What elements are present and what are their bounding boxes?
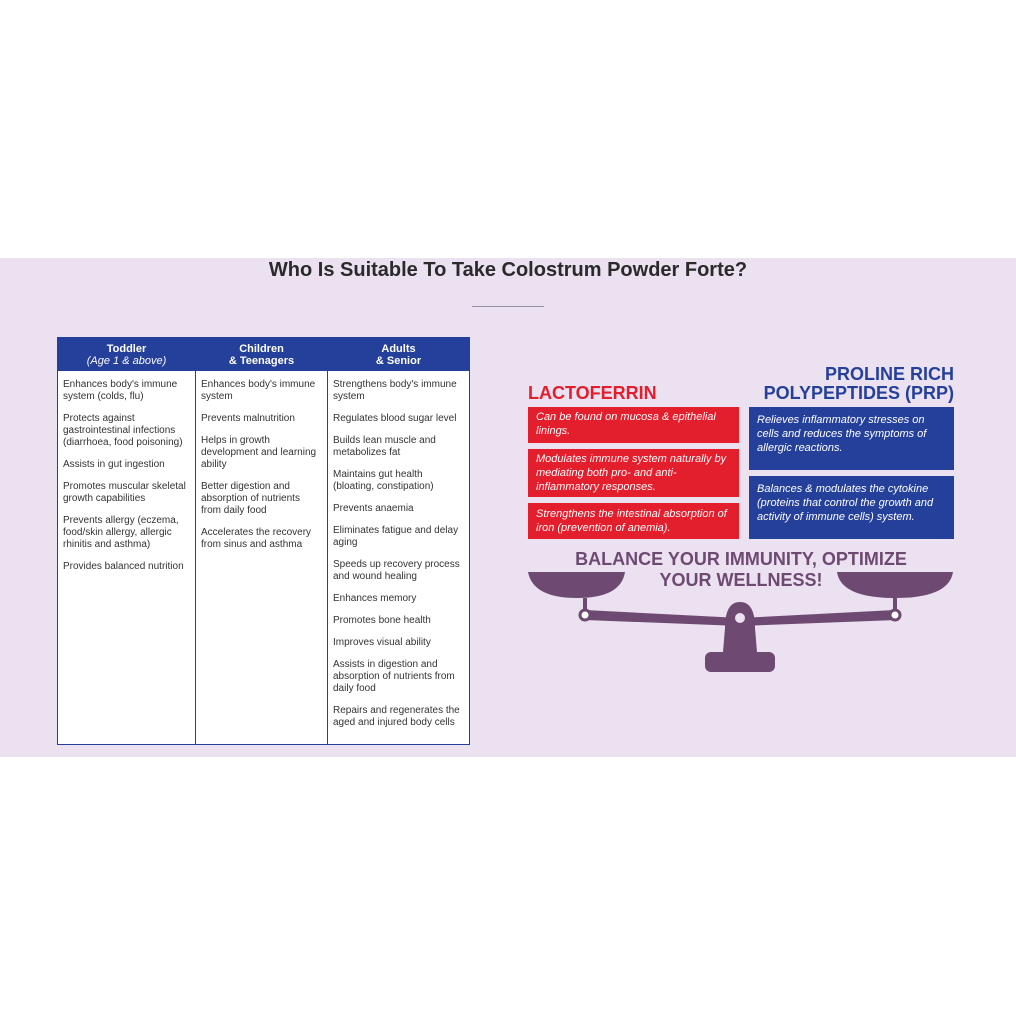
- column-header: Toddler(Age 1 & above): [58, 338, 195, 371]
- prp-title-line: POLYPEPTIDES (PRP): [763, 383, 954, 403]
- slogan-line: BALANCE YOUR IMMUNITY, OPTIMIZE: [575, 549, 907, 569]
- header-subtitle: & Senior: [375, 355, 422, 367]
- list-item: Protects against gastrointestinal infect…: [63, 413, 183, 448]
- list-item: Assists in gut ingestion: [63, 459, 165, 470]
- list-item: Enhances memory: [333, 593, 417, 604]
- column-header: Children& Teenagers: [196, 338, 327, 371]
- lactoferrin-benefit: Strengthens the intestinal absorption of…: [528, 503, 739, 539]
- list-item: Helps in growth development and learning…: [201, 435, 317, 470]
- list-item: Eliminates fatigue and delay aging: [333, 525, 459, 548]
- header-title: Toddler: [106, 343, 147, 355]
- list-item: Repairs and regenerates the aged and inj…: [333, 705, 460, 728]
- column-children: Children& Teenagers Enhances body's immu…: [196, 338, 328, 744]
- list-item: Prevents malnutrition: [201, 413, 295, 424]
- column-toddler: Toddler(Age 1 & above) Enhances body's i…: [58, 338, 196, 744]
- list-item: Regulates blood sugar level: [333, 413, 457, 424]
- prp-benefit: Relieves inflammatory stresses on cells …: [749, 407, 954, 470]
- list-item: Builds lean muscle and metabolizes fat: [333, 435, 436, 458]
- lactoferrin-title: LACTOFERRIN: [528, 383, 657, 403]
- lactoferrin-benefit: Can be found on mucosa & epithelial lini…: [528, 407, 739, 443]
- balance-scale-icon: [528, 572, 953, 672]
- list-item: Enhances body's immune system (colds, fl…: [63, 379, 178, 402]
- list-item: Promotes muscular skeletal growth capabi…: [63, 481, 186, 504]
- list-item: Promotes bone health: [333, 615, 431, 626]
- list-item: Improves visual ability: [333, 637, 431, 648]
- prp-benefit: Balances & modulates the cytokine (prote…: [749, 476, 954, 539]
- list-item: Accelerates the recovery from sinus and …: [201, 527, 312, 550]
- list-item: Enhances body's immune system: [201, 379, 316, 402]
- slogan-line: YOUR WELLNESS!: [659, 570, 823, 590]
- section-title: Who Is Suitable To Take Colostrum Powder…: [268, 259, 748, 281]
- list-item: Maintains gut health (bloating, constipa…: [333, 469, 434, 492]
- column-header: Adults& Senior: [328, 338, 469, 371]
- list-item: Provides balanced nutrition: [63, 561, 184, 572]
- header-title: Adults: [381, 343, 416, 355]
- list-item: Better digestion and absorption of nutri…: [201, 481, 300, 516]
- suitability-table: Toddler(Age 1 & above) Enhances body's i…: [57, 337, 470, 745]
- prp-title-line: PROLINE RICH: [824, 364, 954, 384]
- list-item: Strengthens body's immune system: [333, 379, 457, 402]
- lactoferrin-benefit: Modulates immune system naturally by med…: [528, 449, 739, 497]
- header-title: Children: [239, 343, 284, 355]
- list-item: Prevents allergy (eczema, food/skin alle…: [63, 515, 179, 550]
- title-divider: [472, 306, 544, 307]
- list-item: Speeds up recovery process and wound hea…: [333, 559, 460, 582]
- column-adults: Adults& Senior Strengthens body's immune…: [328, 338, 469, 744]
- list-item: Prevents anaemia: [333, 503, 414, 514]
- header-subtitle: (Age 1 & above): [86, 355, 167, 367]
- header-subtitle: & Teenagers: [228, 355, 295, 367]
- list-item: Assists in digestion and absorption of n…: [333, 659, 455, 694]
